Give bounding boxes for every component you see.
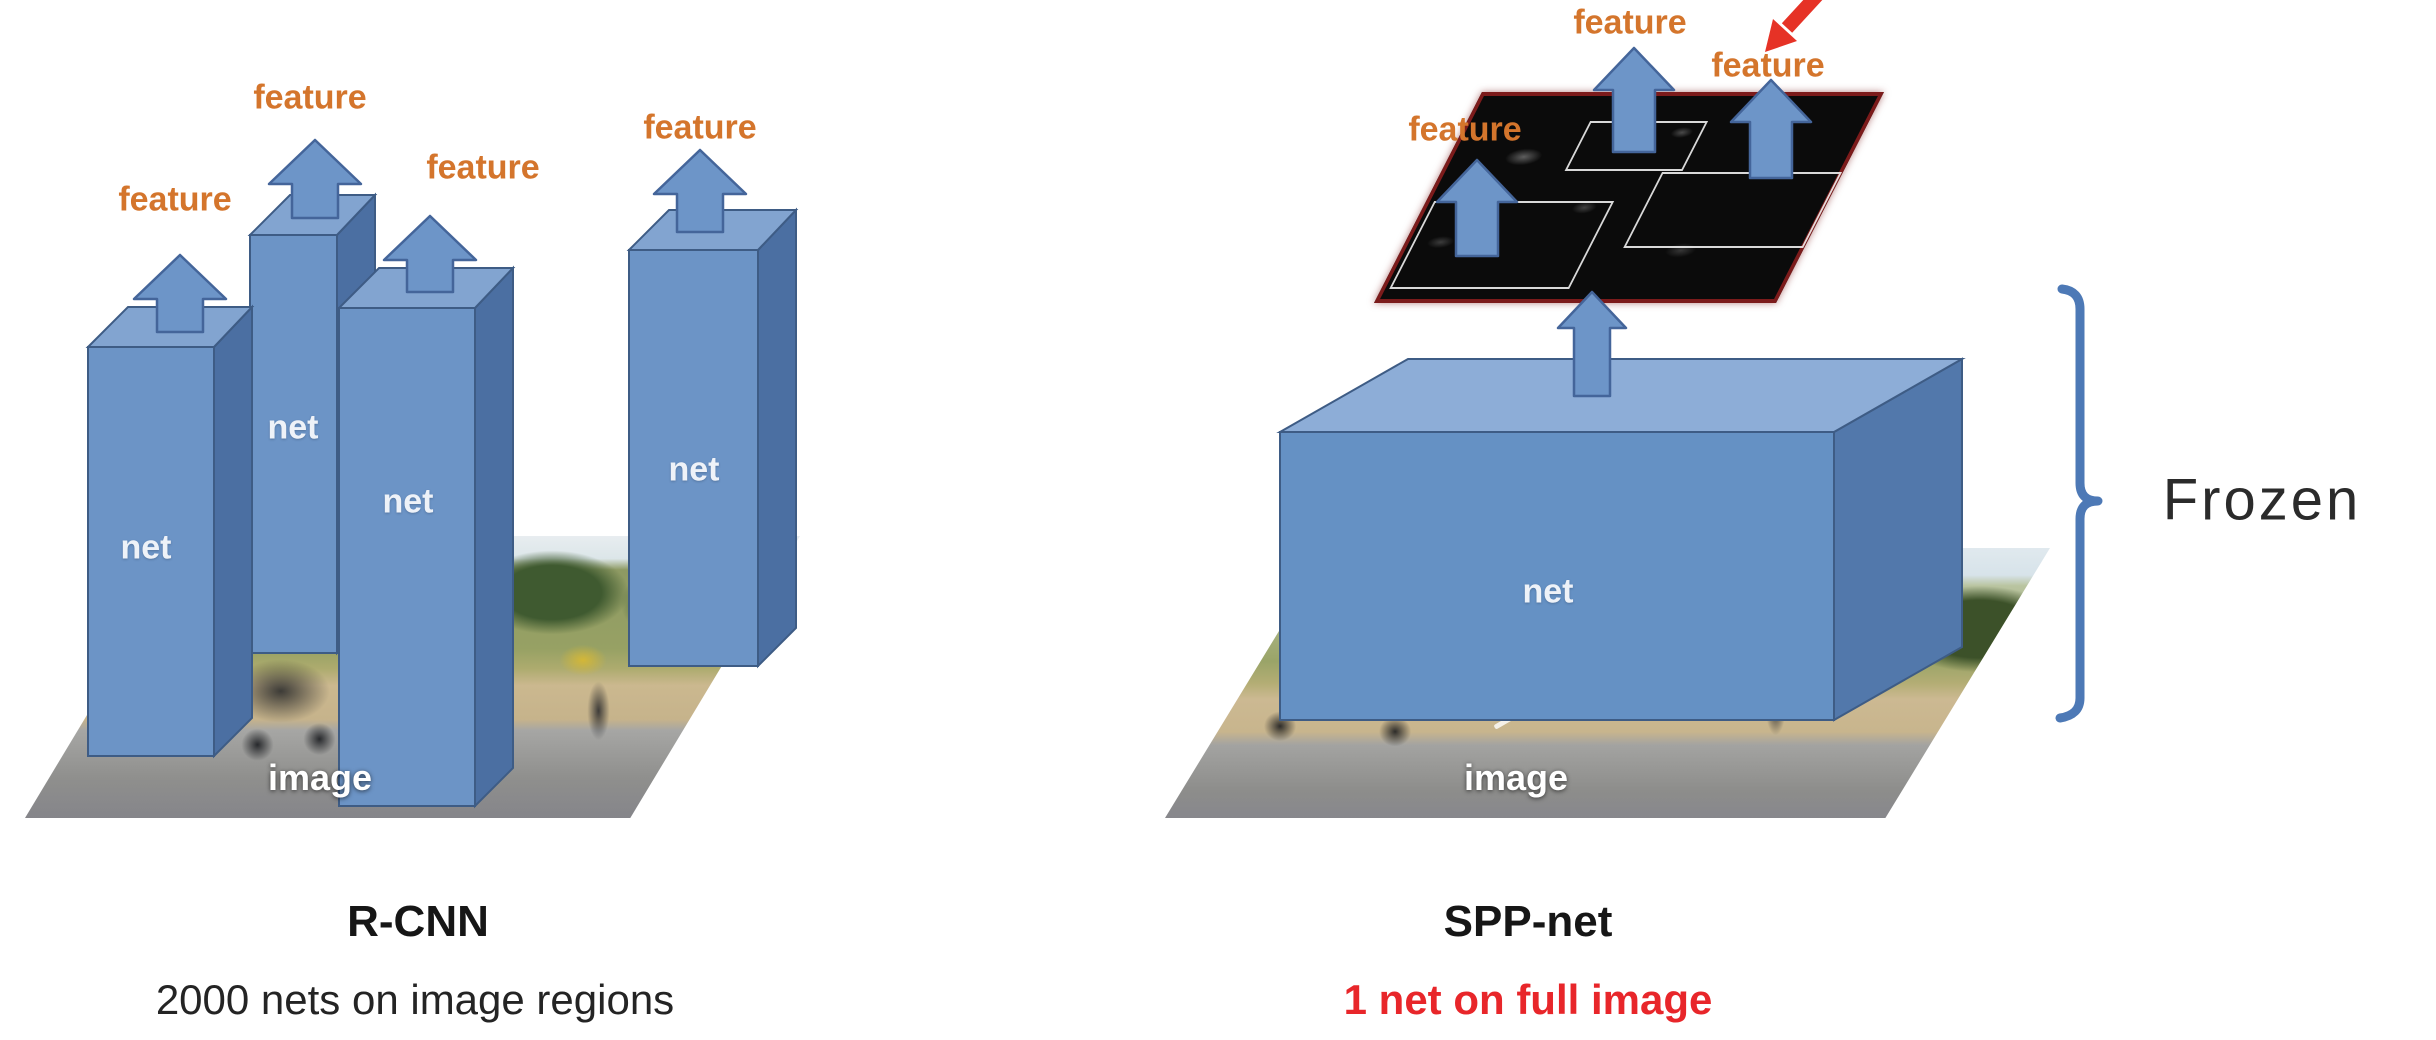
curly-brace [2055,284,2103,723]
up-arrow-icon [1592,46,1676,154]
net-pillar [626,207,799,669]
image-label: image [1463,757,1569,798]
feature-label: feature [1573,3,1687,42]
net-pillar [336,265,516,809]
net-label: net [382,482,434,521]
up-arrow-icon [1729,78,1813,180]
net-box [1276,357,1966,722]
feature-label: feature [118,180,232,219]
sppnet-title: SPP-net [1443,897,1613,946]
up-arrow-icon [652,148,748,234]
net-label: net [120,528,172,567]
up-arrow-icon [267,138,363,220]
up-arrow-icon [132,253,228,334]
net-label: net [1522,572,1574,611]
rcnn-title: R-CNN [347,897,489,946]
sppnet-subtitle: 1 net on full image [1343,976,1713,1023]
up-arrow-icon [1435,158,1519,258]
frozen-annotation: Frozen [2162,467,2362,533]
feature-label: feature [1711,46,1825,85]
image-label: image [267,757,373,798]
up-arrow-icon [1556,290,1628,398]
feature-label: feature [1408,110,1522,149]
net-label: net [267,408,319,447]
feature-label: feature [643,108,757,147]
red-arrow-icon [1765,0,1823,52]
net-label: net [668,450,720,489]
net-pillar [85,304,255,759]
feature-label: feature [253,78,367,117]
rcnn-subtitle: 2000 nets on image regions [155,976,675,1023]
feature-label: feature [426,148,540,187]
up-arrow-icon [382,214,478,294]
